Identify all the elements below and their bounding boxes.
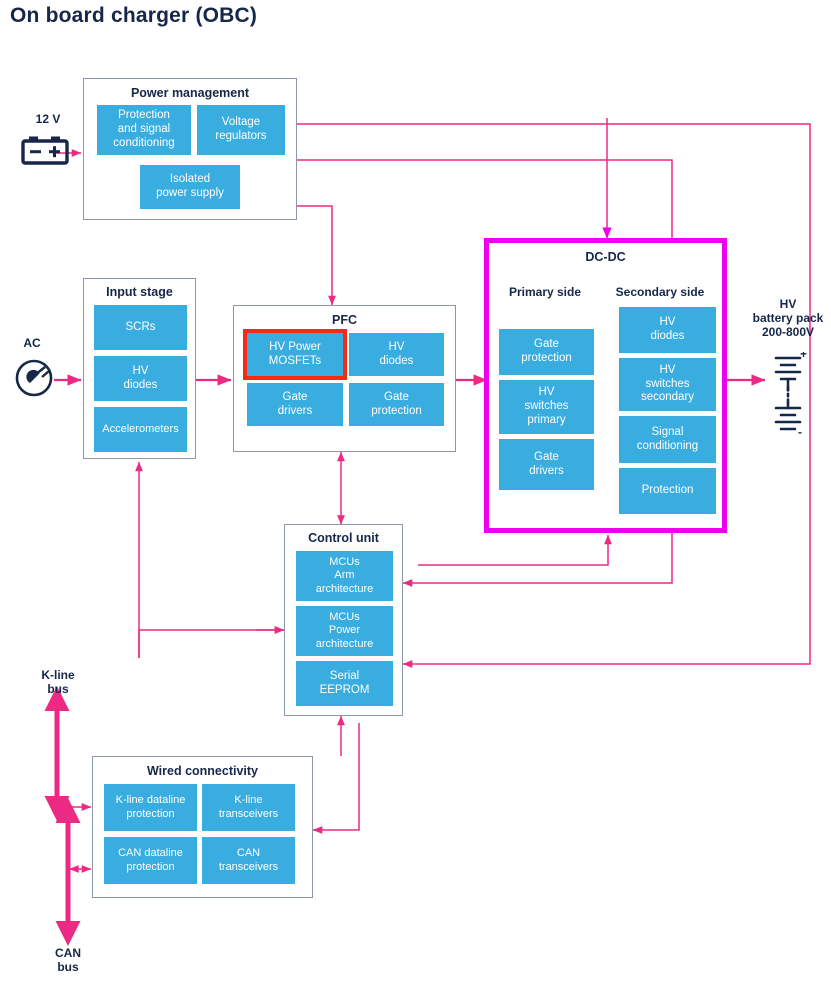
block-gate-protection-primary[interactable]: Gate protection <box>499 329 594 375</box>
group-title-dc-dc: DC-DC <box>585 250 626 264</box>
block-scrs[interactable]: SCRs <box>94 305 187 350</box>
group-title-wired-connectivity: Wired connectivity <box>146 764 259 778</box>
block-mcus-power-architecture[interactable]: MCUs Power architecture <box>296 606 393 656</box>
group-pfc[interactable]: PFC HV Power MOSFETs HV diodes Gate driv… <box>233 305 456 452</box>
group-title-control-unit: Control unit <box>308 531 379 545</box>
group-control-unit[interactable]: Control unit MCUs Arm architecture MCUs … <box>284 524 403 716</box>
block-can-transceivers[interactable]: CAN transceivers <box>202 837 295 884</box>
group-dc-dc[interactable]: DC-DC Primary side Secondary side Gate p… <box>484 238 727 533</box>
block-gate-drivers-primary[interactable]: Gate drivers <box>499 439 594 490</box>
block-hv-switches-secondary[interactable]: HV switches secondary <box>619 358 716 411</box>
block-hv-power-mosfets[interactable]: HV Power MOSFETs <box>243 329 347 380</box>
block-hv-diodes-secondary[interactable]: HV diodes <box>619 307 716 353</box>
block-gate-protection-pfc[interactable]: Gate protection <box>349 383 444 426</box>
block-gate-drivers-pfc[interactable]: Gate drivers <box>247 383 343 426</box>
group-power-management[interactable]: Power management Protection and signal c… <box>83 78 297 220</box>
svg-text:-: - <box>798 425 802 438</box>
group-title-power-management: Power management <box>130 86 250 100</box>
block-accelerometers[interactable]: Accelerometers <box>94 407 187 452</box>
k-line-bus-label: K-line bus <box>41 668 75 697</box>
group-wired-connectivity[interactable]: Wired connectivity K-line dataline prote… <box>92 756 313 898</box>
block-mcus-arm-architecture[interactable]: MCUs Arm architecture <box>296 551 393 601</box>
block-signal-conditioning-secondary[interactable]: Signal conditioning <box>619 416 716 463</box>
ac-plug-icon <box>15 359 53 397</box>
block-k-line-transceivers[interactable]: K-line transceivers <box>202 784 295 831</box>
battery-12v-icon <box>21 136 69 165</box>
subsection-label-secondary-side: Secondary side <box>615 285 705 299</box>
group-title-input-stage: Input stage <box>106 285 173 299</box>
dc-input-label: 12 V <box>35 112 61 126</box>
can-bus-label: CAN bus <box>55 946 81 975</box>
group-input-stage[interactable]: Input stage SCRs HV diodes Accelerometer… <box>83 278 196 459</box>
subsection-label-primary-side: Primary side <box>508 285 582 299</box>
ac-input-label: AC <box>23 336 41 350</box>
hv-battery-stack-icon: + - <box>774 352 807 438</box>
block-hv-diodes-pfc[interactable]: HV diodes <box>349 333 444 376</box>
block-hv-diodes-input[interactable]: HV diodes <box>94 356 187 401</box>
block-isolated-power-supply[interactable]: Isolated power supply <box>140 165 240 209</box>
block-k-line-dataline-protection[interactable]: K-line dataline protection <box>104 784 197 831</box>
block-protection-secondary[interactable]: Protection <box>619 468 716 514</box>
block-voltage-regulators[interactable]: Voltage regulators <box>197 105 285 155</box>
block-hv-switches-primary[interactable]: HV switches primary <box>499 380 594 434</box>
group-title-pfc: PFC <box>332 313 357 327</box>
block-serial-eeprom[interactable]: Serial EEPROM <box>296 661 393 706</box>
block-can-dataline-protection[interactable]: CAN dataline protection <box>104 837 197 884</box>
hv-battery-label: HV battery pack 200-800V <box>752 297 824 340</box>
page-title: On board charger (OBC) <box>10 4 258 27</box>
block-protection-and-signal-conditioning[interactable]: Protection and signal conditioning <box>97 105 191 155</box>
svg-text:+: + <box>800 352 807 361</box>
